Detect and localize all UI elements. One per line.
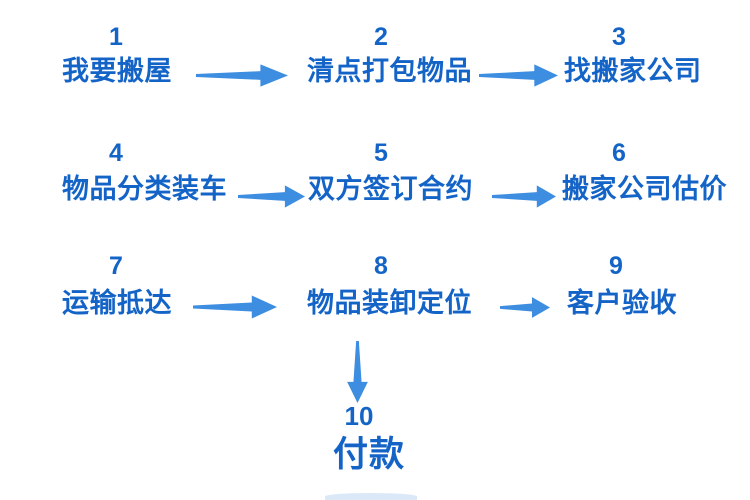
step-9-number: 9 <box>609 252 623 280</box>
step-10-number: 10 <box>344 401 374 431</box>
step-4-number: 4 <box>109 139 123 167</box>
arrow-right-icon <box>238 182 305 211</box>
step-9-label: 客户验收 <box>567 288 677 318</box>
step-1-number: 1 <box>109 23 123 51</box>
arrow-down-icon <box>344 341 371 403</box>
partially-visible-bottom-element <box>325 493 417 500</box>
arrow-right-icon <box>193 292 277 322</box>
step-3-number: 3 <box>612 23 626 51</box>
step-6-number: 6 <box>612 139 626 167</box>
arrow-right-icon <box>500 294 550 321</box>
step-1-label: 我要搬屋 <box>62 56 172 86</box>
arrow-right-icon <box>492 182 556 211</box>
step-2-label: 清点打包物品 <box>307 56 472 86</box>
step-4-label: 物品分类装车 <box>62 174 227 204</box>
step-6-label: 搬家公司估价 <box>562 174 727 204</box>
step-8-number: 8 <box>374 252 388 280</box>
step-8-label: 物品装卸定位 <box>307 288 472 318</box>
step-5-number: 5 <box>374 139 388 167</box>
step-7-label: 运输抵达 <box>62 288 172 318</box>
step-10-label: 付款 <box>332 435 405 474</box>
arrow-right-icon <box>479 61 558 90</box>
step-2-number: 2 <box>374 23 388 51</box>
step-5-label: 双方签订合约 <box>308 174 473 204</box>
arrow-right-icon <box>196 61 288 90</box>
step-7-number: 7 <box>109 252 123 280</box>
step-3-label: 找搬家公司 <box>564 56 702 86</box>
